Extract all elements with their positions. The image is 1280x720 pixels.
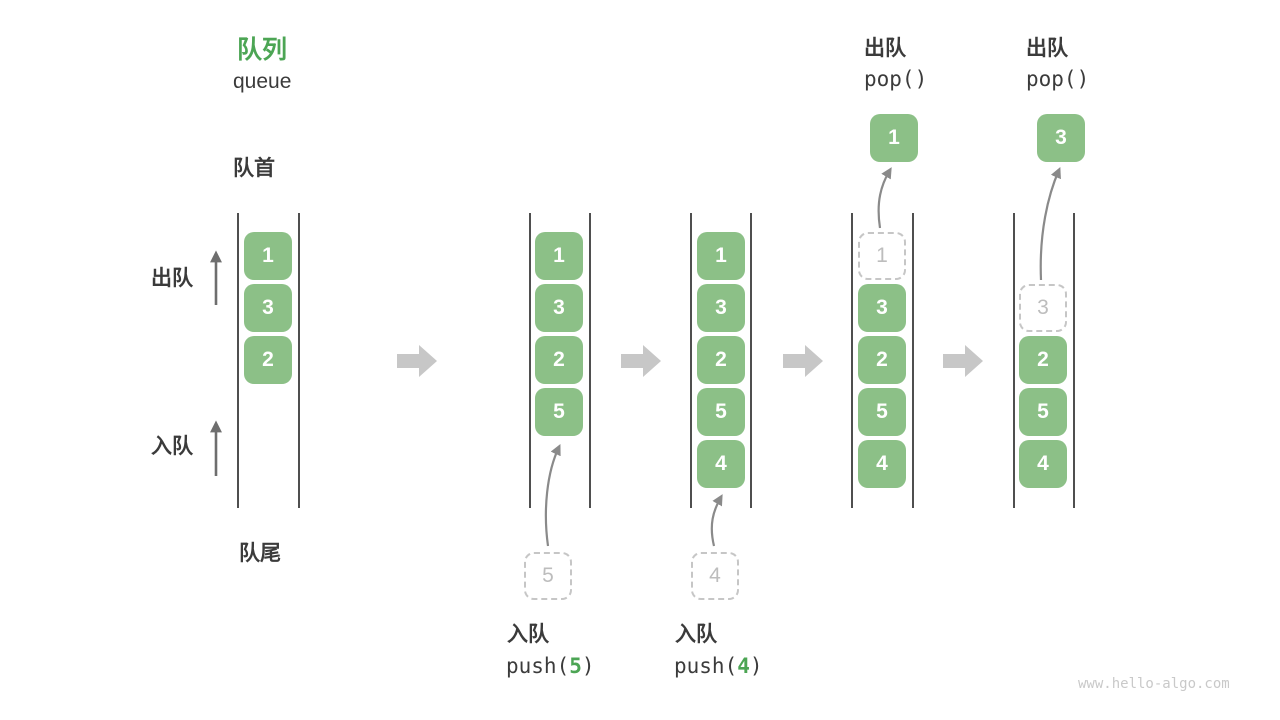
push4-label: 入队 bbox=[675, 623, 717, 646]
queue-cell: 2 bbox=[1019, 336, 1067, 384]
queue-front-label: 队首 bbox=[233, 157, 275, 180]
queue-rear-label: 队尾 bbox=[239, 542, 281, 565]
queue-wall bbox=[851, 213, 853, 508]
queue-cell: 4 bbox=[697, 440, 745, 488]
enqueue-direction-label: 入队 bbox=[151, 435, 193, 458]
pop3-label: 出队 bbox=[1026, 37, 1068, 60]
queue-wall bbox=[298, 213, 300, 508]
push5-label: 入队 bbox=[507, 623, 549, 646]
queue-cell-ghost: 1 bbox=[858, 232, 906, 280]
queue-cell: 2 bbox=[244, 336, 292, 384]
staged-enqueue-value: 4 bbox=[691, 552, 739, 600]
queue-cell: 4 bbox=[1019, 440, 1067, 488]
queue-cell: 5 bbox=[535, 388, 583, 436]
watermark: www.hello-algo.com bbox=[1078, 676, 1230, 692]
queue-cell: 1 bbox=[697, 232, 745, 280]
push5-arg: 5 bbox=[569, 654, 582, 678]
queue-cell: 3 bbox=[858, 284, 906, 332]
queue-cell: 1 bbox=[535, 232, 583, 280]
push5-code: push(5) bbox=[506, 654, 595, 678]
push4-code: push(4) bbox=[674, 654, 763, 678]
queue-cell-ghost: 3 bbox=[1019, 284, 1067, 332]
diagram-title-en: queue bbox=[233, 70, 292, 93]
popped-value: 1 bbox=[870, 114, 918, 162]
enqueue-5-arrow-icon bbox=[544, 444, 561, 547]
queue-wall bbox=[750, 213, 752, 508]
queue-wall bbox=[1073, 213, 1075, 508]
queue-cell: 4 bbox=[858, 440, 906, 488]
queue-cell: 3 bbox=[535, 284, 583, 332]
queue-wall bbox=[589, 213, 591, 508]
queue-cell: 2 bbox=[697, 336, 745, 384]
queue-cell: 2 bbox=[858, 336, 906, 384]
state-transition-arrow-icon bbox=[943, 345, 983, 377]
state-transition-arrow-icon bbox=[397, 345, 437, 377]
queue-wall bbox=[529, 213, 531, 508]
queue-cell: 1 bbox=[244, 232, 292, 280]
queue-cell: 5 bbox=[697, 388, 745, 436]
queue-wall bbox=[237, 213, 239, 508]
queue-cell: 5 bbox=[858, 388, 906, 436]
state-transition-arrow-icon bbox=[621, 345, 661, 377]
queue-wall bbox=[1013, 213, 1015, 508]
enqueue-4-arrow-icon bbox=[710, 494, 723, 547]
push4-code-post: ) bbox=[749, 654, 763, 678]
push4-code-pre: push( bbox=[674, 654, 738, 678]
dequeue-3-arrow-icon bbox=[1039, 166, 1061, 281]
dequeue-1-arrow-icon bbox=[877, 167, 892, 229]
push5-code-post: ) bbox=[581, 654, 595, 678]
popped-value: 3 bbox=[1037, 114, 1085, 162]
queue-cell: 2 bbox=[535, 336, 583, 384]
diagram-title-zh: 队列 bbox=[237, 36, 288, 64]
push4-arg: 4 bbox=[737, 654, 750, 678]
queue-cell: 3 bbox=[244, 284, 292, 332]
pop1-label: 出队 bbox=[864, 37, 906, 60]
state-transition-arrow-icon bbox=[783, 345, 823, 377]
staged-enqueue-value: 5 bbox=[524, 552, 572, 600]
pop1-code: pop() bbox=[864, 67, 928, 91]
pop3-code: pop() bbox=[1026, 67, 1090, 91]
queue-wall bbox=[690, 213, 692, 508]
queue-cell: 3 bbox=[697, 284, 745, 332]
push5-code-pre: push( bbox=[506, 654, 570, 678]
dequeue-direction-label: 出队 bbox=[151, 267, 193, 290]
queue-cell: 5 bbox=[1019, 388, 1067, 436]
queue-wall bbox=[912, 213, 914, 508]
